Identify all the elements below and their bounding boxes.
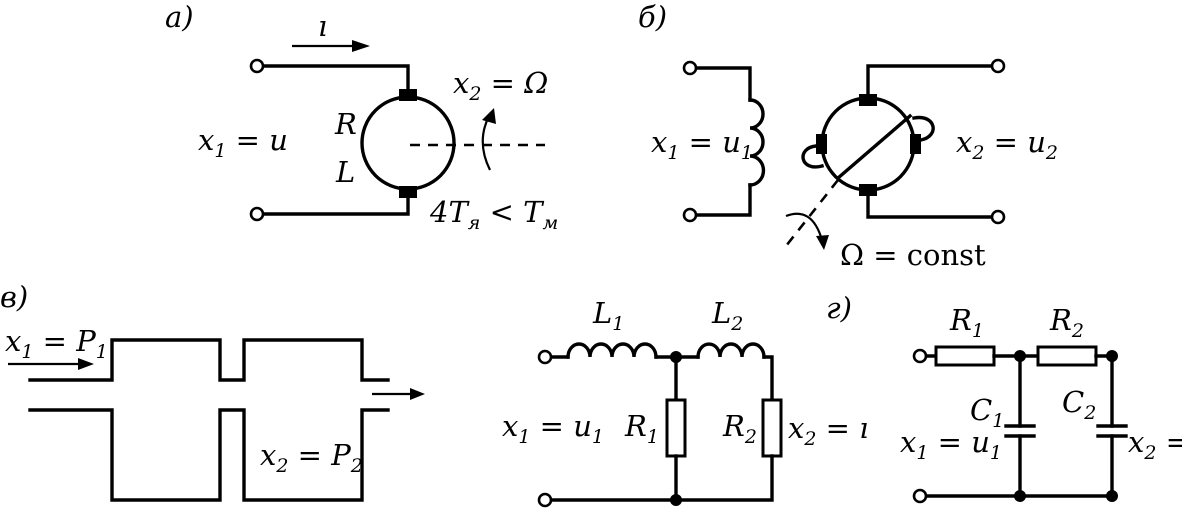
resistor-r1-v — [665, 398, 687, 458]
r2-label-v: R2 — [722, 409, 757, 448]
gen-rotation-arrow — [785, 212, 824, 241]
gen-top-wire — [866, 64, 1000, 100]
gen-brush-top — [859, 94, 877, 106]
panel-v: в) x1 = P1 x2 = P2 L1 L2 R1 R2 x1 = u1 x… — [0, 280, 868, 508]
motor-bottom-wire — [255, 192, 410, 216]
generator-armature — [820, 96, 916, 192]
time-constant-label: 4Tя < Tм — [429, 195, 558, 234]
motor-top-wire — [255, 64, 410, 94]
vessel-top — [28, 338, 390, 382]
terminal-g-bottom — [912, 488, 928, 504]
rotation-arrow-head — [482, 108, 496, 124]
right-loop — [912, 115, 935, 143]
gen-brush-right — [910, 134, 921, 154]
output-label-b: x2 = u2 — [956, 125, 1058, 164]
r1-label-v: R1 — [624, 409, 659, 448]
node-g-bottom-mid — [1014, 490, 1026, 502]
rl-input-label: x1 = u1 — [502, 409, 604, 448]
inductance-label: L — [335, 155, 355, 189]
speed-label: Ω = const — [840, 238, 986, 272]
motor-armature — [360, 95, 456, 191]
c2-label: C2 — [1062, 385, 1096, 424]
rl-output-label: x2 = ı — [788, 411, 868, 450]
node-g-top-right — [1106, 350, 1118, 362]
terminal-b-left-bottom — [682, 207, 698, 223]
panel-a-letter: а) — [165, 0, 194, 34]
input-label-b: x1 = u1 — [651, 125, 753, 164]
resistor-r2-g — [1036, 345, 1098, 367]
current-arrow-head — [352, 40, 370, 52]
pressure-out-label: x2 = P2 — [260, 438, 363, 477]
resistor-r2-v — [761, 398, 783, 458]
outflow-arrow-head — [410, 388, 425, 400]
panel-b: б) x1 = u1 x2 = u2 Ω = const — [638, 0, 1058, 272]
rc-input-label: x1 = u1 — [900, 425, 1002, 464]
gen-brush-left — [816, 134, 827, 154]
c1-label: C1 — [970, 393, 1004, 432]
vessel-bottom — [28, 408, 390, 502]
terminal-v-top — [537, 349, 553, 365]
r1-label-g: R1 — [949, 303, 984, 342]
panel-g-letter: г) — [826, 291, 852, 325]
terminal-a-top — [249, 58, 265, 74]
resistor-r1-g — [934, 345, 996, 367]
rl-bottom-wire — [543, 454, 774, 502]
panel-b-letter: б) — [638, 0, 667, 34]
rc-output-label: x2 = — [1128, 425, 1182, 464]
terminal-a-bottom — [249, 206, 265, 222]
resistance-label: R — [334, 107, 357, 141]
terminal-b-left-top — [682, 60, 698, 76]
field-winding — [748, 98, 766, 187]
panel-g: г) R1 R2 C1 C2 x1 = u1 x2 = — [826, 291, 1182, 504]
l2-label: L2 — [711, 296, 743, 335]
rotation-arrow — [481, 115, 491, 171]
rl-right-wire — [762, 355, 774, 402]
pressure-in-label: x1 = P1 — [5, 324, 108, 363]
inductor-l1 — [566, 342, 658, 359]
node-v-top — [670, 351, 682, 363]
left-loop — [801, 144, 825, 169]
inductor-l2 — [696, 342, 766, 359]
l1-label: L1 — [592, 296, 624, 335]
node-g-bottom-right — [1106, 490, 1118, 502]
brush-bottom — [399, 186, 417, 198]
panel-v-letter: в) — [0, 280, 28, 314]
current-label: ı — [318, 9, 327, 43]
terminal-b-right-top — [990, 58, 1006, 74]
gen-bottom-wire — [866, 188, 1000, 219]
field-bottom-wire — [688, 183, 752, 217]
gen-shaft-axis — [784, 179, 840, 247]
terminal-g-top — [912, 348, 928, 364]
gen-rotation-arrow-head — [816, 235, 829, 250]
panel-a: а) ı x1 = u R L x2 = Ω 4Tя < Tм — [165, 0, 558, 234]
node-v-bottom — [670, 494, 682, 506]
terminal-v-bottom — [537, 492, 553, 508]
armature-winding-diag — [835, 113, 913, 181]
input-label-a: x1 = u — [198, 123, 288, 162]
output-label-a: x2 = Ω — [453, 66, 548, 105]
field-top-wire — [688, 66, 752, 102]
inflow-arrow-head — [78, 358, 94, 370]
terminal-b-right-bottom — [990, 209, 1006, 225]
node-g-top-mid — [1014, 350, 1026, 362]
r2-label-g: R2 — [1049, 303, 1084, 342]
brush-top — [399, 89, 417, 101]
gen-brush-bottom — [859, 184, 877, 196]
